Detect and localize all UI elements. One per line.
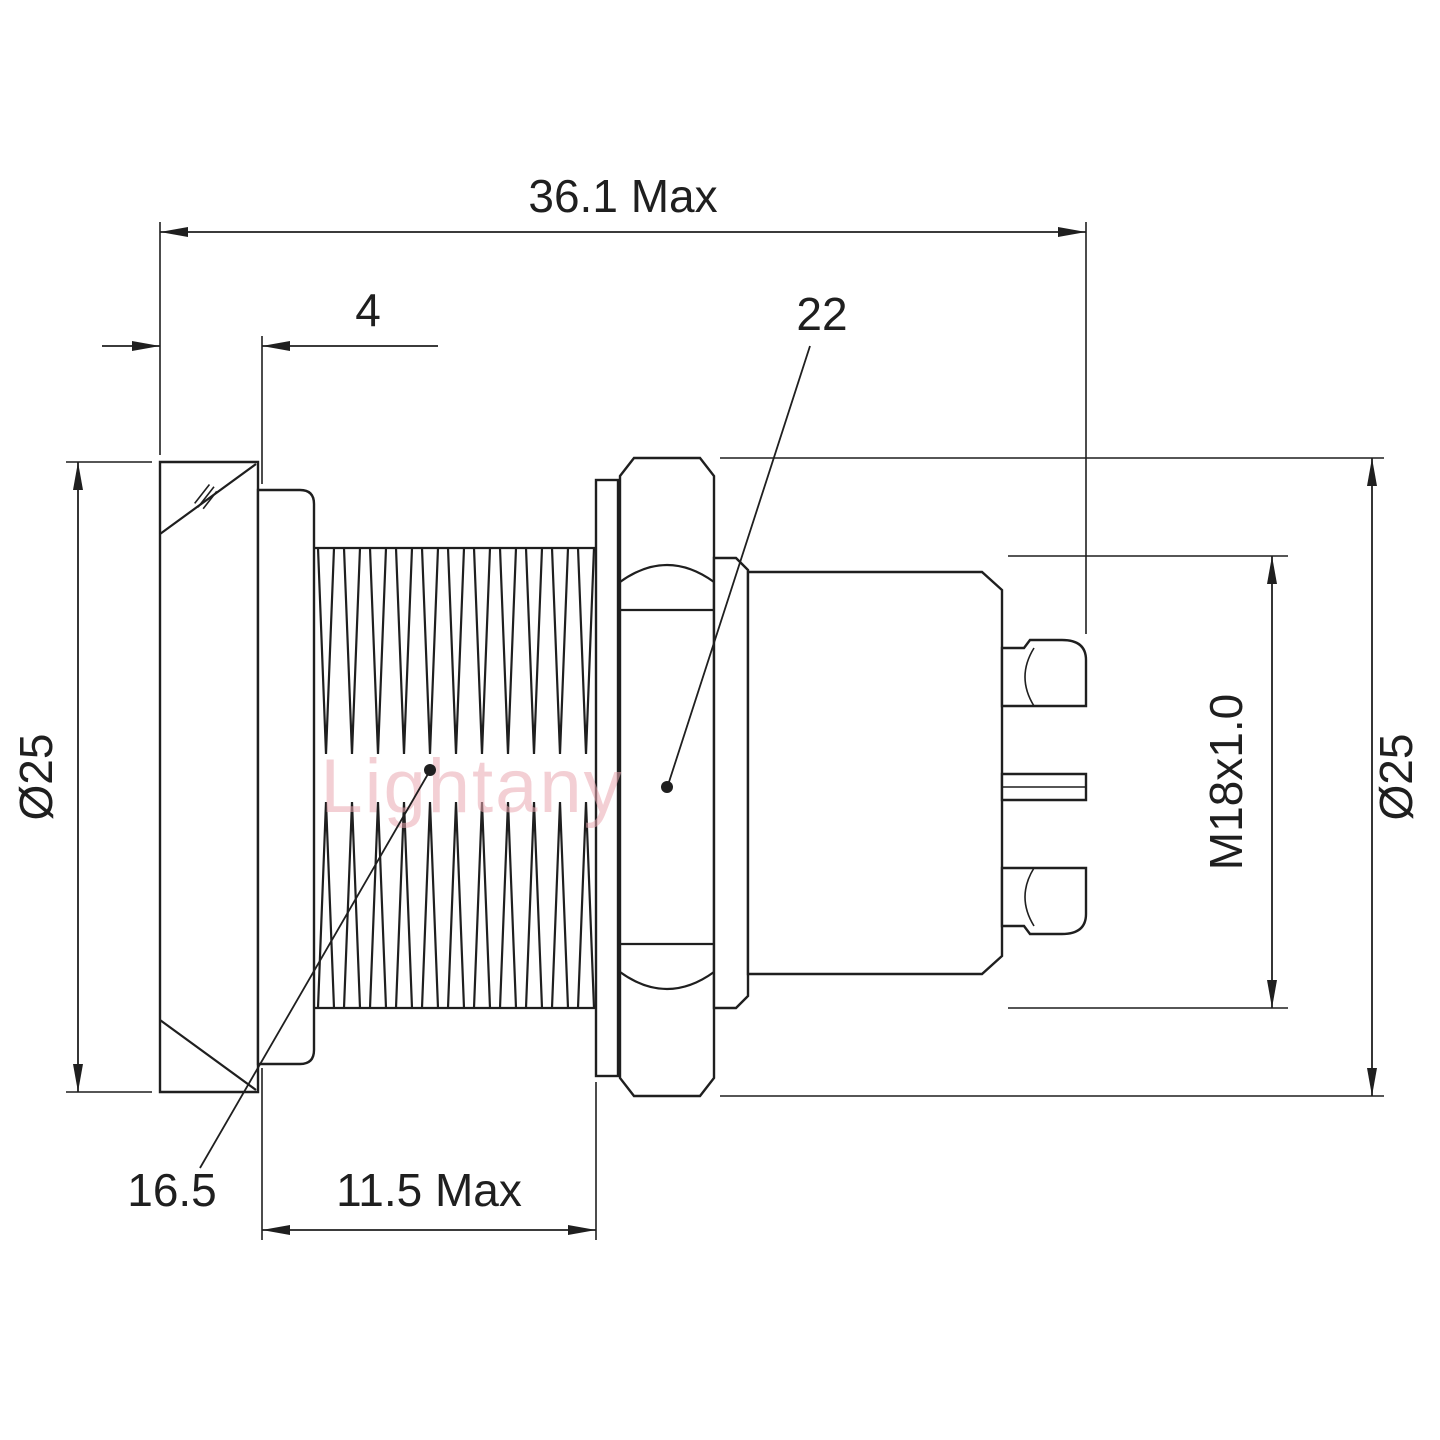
hex-nut-chamfer-arcs [619,564,715,990]
dim-overall-length-label: 36.1 Max [528,170,717,222]
thread-profile-top [316,547,596,755]
solder-cup-upper-curve [1024,647,1035,707]
dimension-flange-diameter: Ø25 [10,461,152,1093]
washer [594,478,620,1078]
solder-cup-upper [1000,638,1088,708]
watermark-text: Lightany [320,744,623,829]
dim-nut-diameter-label: Ø25 [1370,734,1422,821]
solder-cup-lower [1000,866,1088,936]
leader-dot [661,781,673,793]
solder-cup-lower-curve [1024,867,1035,927]
hex-nut-face-lines [620,608,714,946]
front-gasket [256,488,316,1066]
dim-hex-label: 22 [796,288,847,340]
dimension-overall-length: 36.1 Max [159,170,1087,634]
dimension-thread-ref: 16.5 [127,764,436,1216]
flange-chamfer-lines [159,463,257,1091]
dimension-nut-diameter: Ø25 [720,457,1422,1097]
dim-flange-thickness-label: 4 [355,284,381,336]
dim-thread-ref-label: 16.5 [127,1164,217,1216]
rear-contacts [1000,638,1088,936]
rear-gasket [712,556,750,1010]
hex-nut-outline [618,456,716,1098]
dim-thread-spec-label: M18x1.0 [1200,694,1252,870]
thread-profile-bottom [316,801,596,1009]
dimension-thread-length: 11.5 Max [261,1068,597,1240]
dimension-flange-thickness: 4 [102,284,438,484]
thread-barrel [314,546,596,1010]
housing-body [746,570,1004,976]
hex-nut [618,456,716,1098]
flange-stamp-mark [194,483,218,510]
dim-thread-length-label: 11.5 Max [336,1164,522,1216]
dim-flange-diameter-label: Ø25 [10,734,62,821]
dimension-thread-spec: M18x1.0 [1008,555,1288,1009]
dimension-hex-across-flats: 22 [661,288,848,793]
leader-line [199,773,429,1169]
flange [158,460,260,1094]
leader-line [668,345,811,783]
leader-dot [424,764,436,776]
connector-body-views [158,456,1088,1098]
